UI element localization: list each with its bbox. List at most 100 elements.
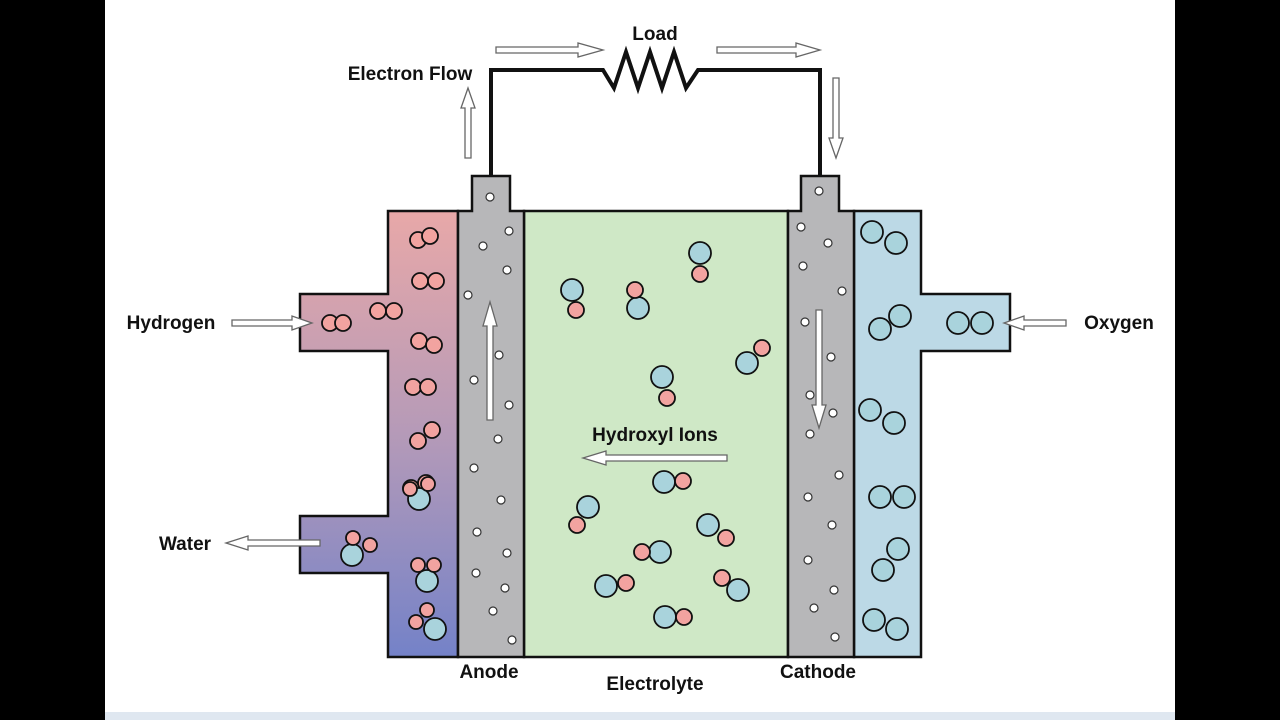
oxygen-atom	[888, 304, 912, 328]
hydrogen-atom	[420, 476, 436, 492]
molecule	[410, 557, 442, 593]
molecule	[626, 281, 650, 320]
molecule	[321, 314, 352, 332]
electron	[826, 352, 836, 362]
hydrogen-atom	[567, 301, 585, 319]
molecule	[860, 220, 908, 255]
hydrogen-atom	[362, 537, 378, 553]
electron-flow-label: Electron Flow	[348, 64, 473, 85]
oxygen-atom	[860, 220, 884, 244]
hydrogen-atom	[410, 557, 426, 573]
hydrogen-atom	[385, 302, 403, 320]
electron	[502, 548, 512, 558]
arrow-cathode-down	[811, 309, 827, 431]
electron	[830, 632, 840, 642]
electron	[805, 429, 815, 439]
oxygen-atom	[648, 540, 672, 564]
arrow-anode-up	[482, 299, 498, 421]
electron	[472, 527, 482, 537]
oxygen-label: Oxygen	[1084, 313, 1154, 334]
electron	[798, 261, 808, 271]
hydrogen-atom	[404, 378, 422, 396]
oxygen-atom	[885, 617, 909, 641]
molecule	[868, 304, 912, 341]
molecule	[868, 485, 916, 509]
molecule	[408, 602, 447, 641]
hydrogen-atom	[617, 574, 635, 592]
arrow-right-top-right	[716, 42, 823, 58]
hydrogen-atom	[345, 530, 361, 546]
molecule	[735, 339, 771, 375]
hydrogen-atom	[402, 481, 418, 497]
hydrogen-atom	[426, 557, 442, 573]
electron	[504, 226, 514, 236]
load-label: Load	[632, 24, 677, 45]
electron	[504, 400, 514, 410]
oxygen-atom	[858, 398, 882, 422]
molecule	[404, 378, 437, 396]
electron	[837, 286, 847, 296]
oxygen-atom	[653, 605, 677, 629]
window-bottom-strip	[105, 712, 1175, 720]
oxygen-atom	[650, 365, 674, 389]
molecule	[402, 476, 436, 511]
arrow-water-out	[223, 535, 321, 551]
electron	[471, 568, 481, 578]
molecule	[594, 574, 635, 598]
arrow-hydrogen-in	[231, 315, 314, 331]
molecules-group	[321, 220, 994, 641]
molecule	[410, 332, 443, 354]
electron	[463, 290, 473, 300]
hydrogen-atom	[369, 302, 387, 320]
molecule	[688, 241, 712, 283]
electron	[823, 238, 833, 248]
molecule	[696, 513, 735, 547]
hydrogen-atom	[408, 614, 424, 630]
hydrogen-atom	[691, 265, 709, 283]
electron	[496, 495, 506, 505]
arrow-down-cathode	[828, 77, 844, 160]
arrow-right-top-left	[495, 42, 606, 58]
electron	[829, 585, 839, 595]
oxygen-atom	[882, 411, 906, 435]
molecule	[871, 537, 910, 582]
oxygen-atom	[688, 241, 712, 265]
oxygen-atom	[735, 351, 759, 375]
hydrogen-atom	[419, 378, 437, 396]
oxygen-atom	[886, 537, 910, 561]
oxygen-atom	[340, 543, 364, 567]
oxygen-atom	[970, 311, 994, 335]
cathode-label: Cathode	[780, 662, 856, 683]
electron	[469, 463, 479, 473]
circuit-wire	[489, 45, 822, 176]
molecule	[653, 605, 693, 629]
molecule	[568, 495, 600, 534]
oxygen-atom	[862, 608, 886, 632]
hydrogen-atom	[633, 543, 651, 561]
hydrogen-atom	[675, 608, 693, 626]
hydrogen-label: Hydrogen	[127, 313, 216, 334]
oxygen-chamber	[852, 209, 1012, 659]
electron	[805, 390, 815, 400]
hydrogen-atom	[409, 432, 427, 450]
molecule	[946, 311, 994, 335]
electron	[502, 265, 512, 275]
hydroxyl-ions-label: Hydroxyl Ions	[592, 425, 718, 446]
electron	[493, 434, 503, 444]
molecule	[369, 302, 403, 320]
oxygen-atom	[626, 296, 650, 320]
electron	[803, 555, 813, 565]
hydrogen-atom	[419, 602, 435, 618]
hydrogen-atom	[658, 389, 676, 407]
oxygen-atom	[423, 617, 447, 641]
molecule	[858, 398, 906, 435]
arrow-up-anode	[460, 86, 476, 159]
electron	[800, 317, 810, 327]
molecule	[340, 530, 378, 567]
electrolyte-label: Electrolyte	[606, 674, 703, 695]
molecule	[411, 272, 445, 290]
electron	[469, 375, 479, 385]
electron	[814, 186, 824, 196]
molecule	[409, 227, 439, 249]
